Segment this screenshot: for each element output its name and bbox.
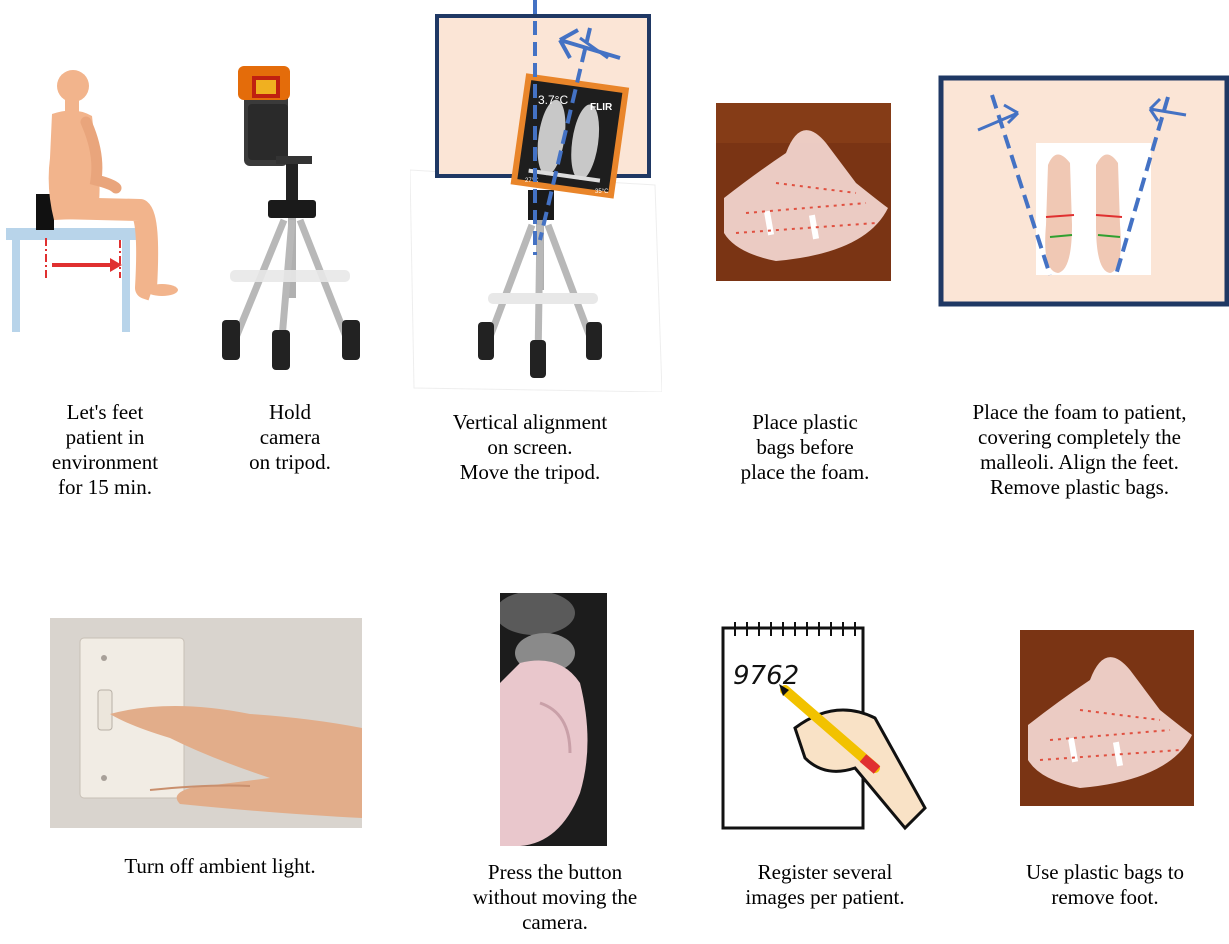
notepad-number: 9762 (733, 661, 799, 691)
screen-brand: FLIR (590, 102, 613, 113)
remove-foot-photo (1020, 630, 1194, 806)
screen-temperature: 3.7°C (538, 93, 568, 107)
screen-scale-high: 35°C (595, 189, 609, 195)
step-caption-hold-camera: Hold camera on tripod. (220, 400, 360, 475)
step-caption-plastic-bags: Place plastic bags before place the foam… (705, 410, 905, 485)
step-caption-register-images: Register several images per patient. (720, 860, 930, 910)
step-caption-acclimate: Let's feet patient in environment for 15… (30, 400, 180, 500)
camera-on-tripod-illustration (210, 60, 370, 380)
step-caption-remove-foot: Use plastic bags to remove foot. (990, 860, 1220, 910)
step-caption-place-foam: Place the foam to patient, covering comp… (930, 400, 1229, 500)
seated-patient-illustration (0, 68, 185, 333)
step-caption-light-off: Turn off ambient light. (60, 854, 380, 879)
vertical-alignment-illustration: 3.7°C FLIR 27°C 35°C (410, 0, 662, 392)
foam-feet-alignment-illustration (938, 75, 1229, 307)
light-switch-photo (50, 618, 362, 828)
step-caption-press-button: Press the button without moving the came… (440, 860, 670, 935)
notepad-writing-illustration: 9762 (715, 618, 935, 843)
press-button-photo (500, 593, 607, 846)
step-caption-vertical-align: Vertical alignment on screen. Move the t… (405, 410, 655, 485)
plastic-bag-foot-photo (716, 103, 891, 281)
